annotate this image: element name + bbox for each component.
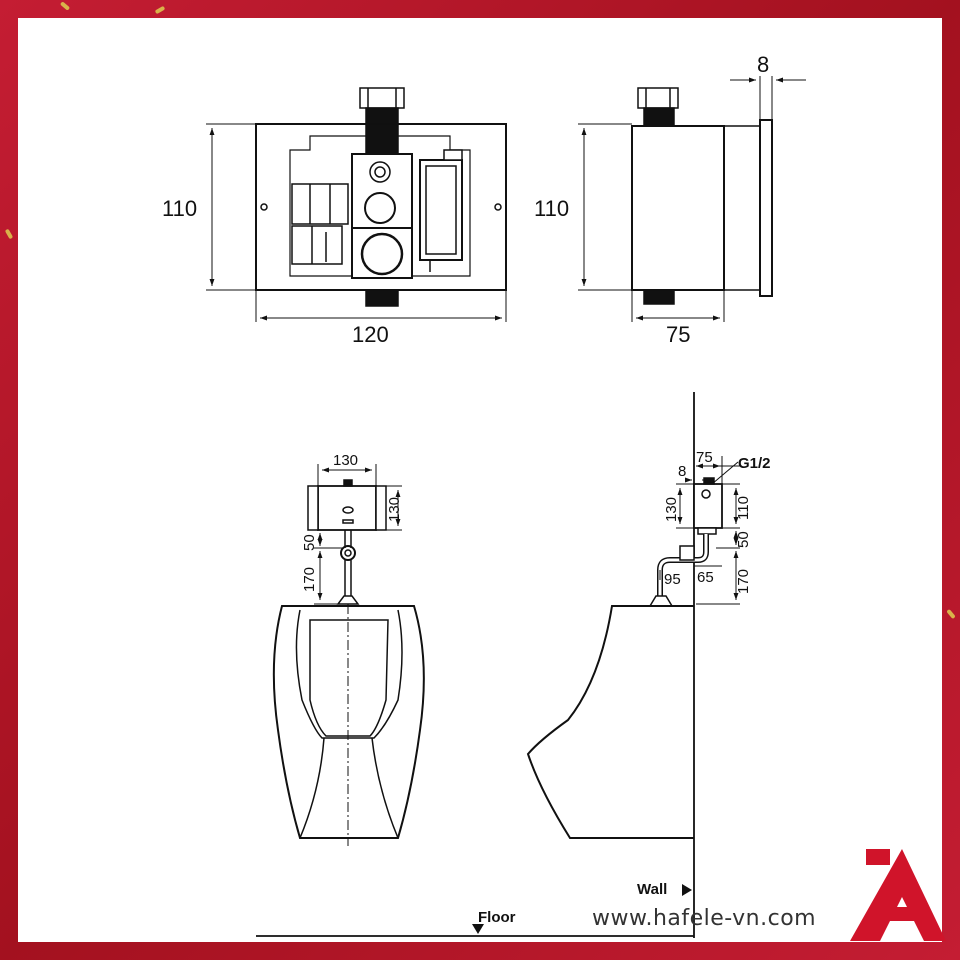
dimension-lines-front-install bbox=[314, 464, 402, 605]
floor-label: Floor bbox=[478, 909, 516, 926]
dimension-lines-side bbox=[578, 76, 806, 322]
dimension-lines-side-install bbox=[659, 456, 740, 605]
side-depth-label: 75 bbox=[666, 322, 690, 347]
side-plate-label: 8 bbox=[757, 52, 769, 77]
side-install-plate-label: 8 bbox=[678, 463, 686, 480]
dimension-lines-front bbox=[206, 123, 507, 322]
front-gap-label: 50 bbox=[301, 534, 318, 551]
side-gap-label: 50 bbox=[735, 531, 752, 548]
drawing-sheet: 110 120 110 75 8 bbox=[18, 18, 942, 942]
wall-label: Wall bbox=[637, 881, 667, 898]
side-offset-label: 65 bbox=[697, 569, 714, 586]
front-box-width-label: 130 bbox=[333, 452, 358, 469]
technical-drawing: 110 120 110 75 8 bbox=[162, 52, 806, 938]
flush-valve-side-view bbox=[631, 87, 773, 305]
front-height-label: 110 bbox=[162, 196, 197, 221]
website-watermark: www.hafele-vn.com bbox=[592, 906, 817, 931]
side-pipe-label: 170 bbox=[735, 569, 752, 594]
urinal-front-view bbox=[272, 479, 425, 846]
side-box-height-right-label: 110 bbox=[735, 496, 752, 520]
front-pipe-label: 170 bbox=[301, 567, 318, 592]
side-projection-label: 95 bbox=[664, 571, 681, 588]
thread-size-label: G1/2 bbox=[738, 455, 771, 472]
urinal-side-view bbox=[256, 392, 723, 938]
side-install-depth-label: 75 bbox=[696, 449, 713, 466]
hafele-logo-icon bbox=[850, 849, 946, 941]
side-height-label: 110 bbox=[534, 196, 569, 221]
front-width-label: 120 bbox=[352, 322, 389, 347]
wall-arrow-icon bbox=[682, 884, 692, 896]
front-box-height-label: 130 bbox=[386, 497, 403, 522]
flush-valve-front-view bbox=[255, 87, 507, 307]
side-box-height-left-label: 130 bbox=[663, 497, 680, 522]
floor-arrow-icon bbox=[472, 924, 484, 934]
